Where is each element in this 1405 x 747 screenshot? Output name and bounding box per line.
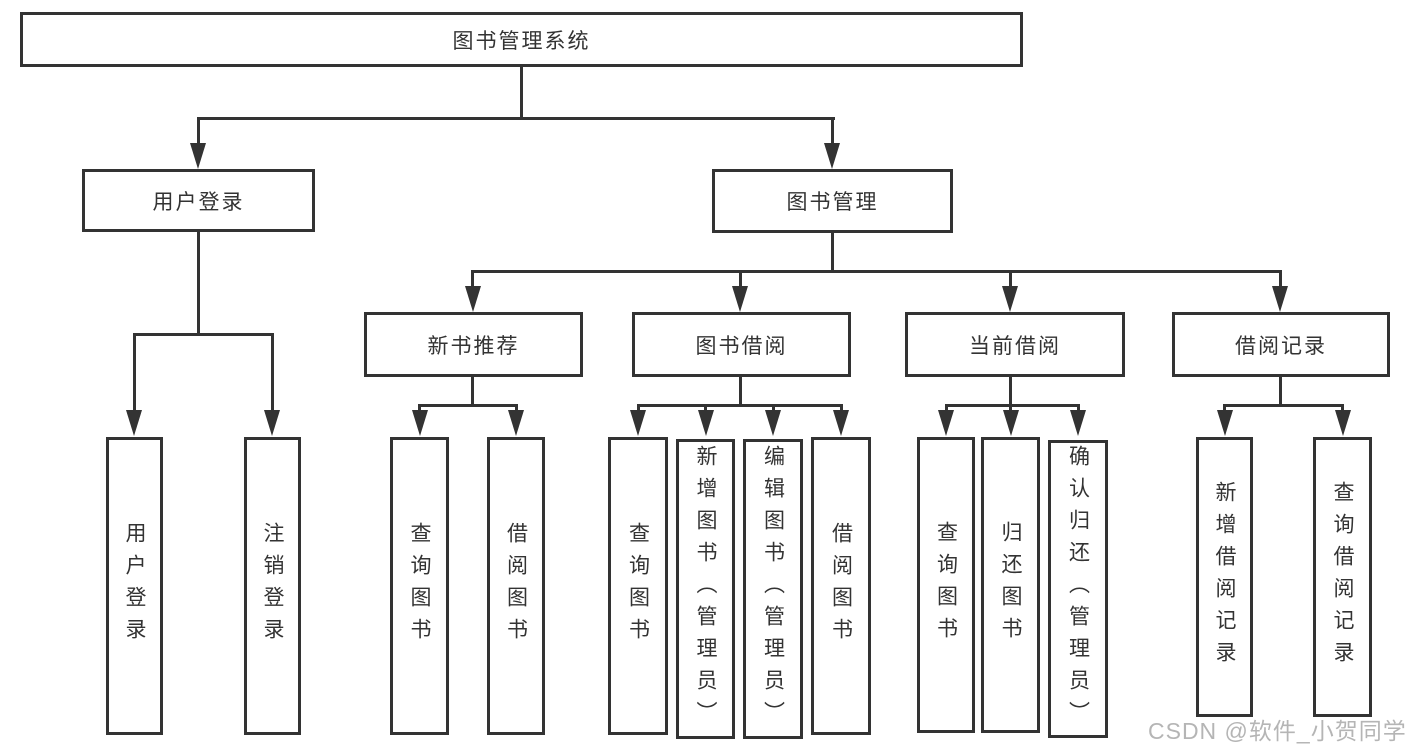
arrow-down-icon [126,410,142,436]
node-book-borrow-label: 图书借阅 [695,334,788,358]
leaf-return-books-label: 归还图书 [999,521,1022,649]
leaf-user-login-label: 用户登录 [123,522,146,650]
connector-root-branch [197,117,835,120]
leaf-query-borrow-record-label: 查询借阅记录 [1331,481,1354,673]
connector-to-current [1009,270,1012,292]
arrow-down-icon [833,410,849,436]
node-new-book-label: 新书推荐 [427,334,520,358]
arrow-down-icon [630,410,646,436]
connector-to-newbook [471,270,474,292]
connector-records-stem [1279,377,1282,407]
connector-to-borrow [739,270,742,292]
node-book-borrow: 图书借阅 [632,312,851,377]
leaf-add-borrow-record-label: 新增借阅记录 [1213,481,1236,673]
node-user-login: 用户登录 [82,169,315,232]
leaf-user-login: 用户登录 [106,437,163,735]
connector-newbook-branch [418,404,518,407]
leaf-borrow-books-2-label: 借阅图书 [829,522,853,650]
leaf-query-borrow-record: 查询借阅记录 [1313,437,1372,717]
node-book-mgmt: 图书管理 [712,169,953,233]
connector-current-branch [945,404,1080,407]
leaf-return-books: 归还图书 [981,437,1040,733]
leaf-confirm-return-admin-label: 确认归还（管理员） [1066,445,1090,733]
leaf-logout-label: 注销登录 [261,522,284,650]
arrow-down-icon [698,410,714,436]
connector-records-branch [1223,404,1344,407]
arrow-down-icon [264,410,280,436]
leaf-add-borrow-record: 新增借阅记录 [1196,437,1253,717]
node-root: 图书管理系统 [20,12,1023,67]
arrow-down-icon [1335,410,1351,436]
connector-to-records [1279,270,1282,292]
leaf-borrow-books-1: 借阅图书 [487,437,545,735]
connector-to-mgmt [831,117,834,147]
leaf-add-book-admin-label: 新增图书（管理员） [694,445,717,733]
connector-to-login-c2 [271,333,274,413]
connector-login-branch [133,333,274,336]
leaf-query-books-1: 查询图书 [390,437,449,735]
leaf-add-book-admin: 新增图书（管理员） [676,439,735,739]
leaf-query-books-3-label: 查询图书 [934,521,958,649]
node-current-borrow-label: 当前借阅 [969,334,1061,358]
csdn-watermark: CSDN @软件_小贺同学 [1148,718,1405,744]
connector-root-stem [520,65,523,120]
leaf-edit-book-admin-label: 编辑图书（管理员） [761,445,785,733]
arrow-down-icon [465,286,481,312]
leaf-borrow-books-1-label: 借阅图书 [504,522,528,650]
arrow-down-icon [1003,410,1019,436]
arrow-down-icon [1272,286,1288,312]
connector-to-login [197,117,200,147]
leaf-query-books-2-label: 查询图书 [626,522,650,650]
leaf-edit-book-admin: 编辑图书（管理员） [743,439,803,739]
arrow-down-icon [190,143,206,169]
node-user-login-label: 用户登录 [152,190,245,214]
node-borrow-records: 借阅记录 [1172,312,1390,377]
arrow-down-icon [765,410,781,436]
arrow-down-icon [1002,286,1018,312]
connector-mgmt-stem [831,233,834,273]
connector-to-login-c1 [133,333,136,413]
node-current-borrow: 当前借阅 [905,312,1125,377]
leaf-borrow-books-2: 借阅图书 [811,437,871,735]
leaf-query-books-3: 查询图书 [917,437,975,733]
arrow-down-icon [412,410,428,436]
node-root-label: 图书管理系统 [452,29,591,53]
arrow-down-icon [938,410,954,436]
connector-borrow-branch [637,404,843,407]
connector-current-stem [1009,377,1012,407]
leaf-logout: 注销登录 [244,437,301,735]
leaf-query-books-1-label: 查询图书 [408,522,431,650]
arrow-down-icon [1217,410,1233,436]
connector-mgmt-branch [472,270,1282,273]
leaf-query-books-2: 查询图书 [608,437,668,735]
arrow-down-icon [508,410,524,436]
connector-borrow-stem [739,377,742,407]
node-borrow-records-label: 借阅记录 [1235,334,1327,358]
arrow-down-icon [1070,410,1086,436]
connector-login-stem [197,231,200,335]
node-book-mgmt-label: 图书管理 [786,191,879,214]
arrow-down-icon [824,143,840,169]
leaf-confirm-return-admin: 确认归还（管理员） [1048,440,1108,738]
node-new-book: 新书推荐 [364,312,583,377]
connector-newbook-stem [471,377,474,407]
arrow-down-icon [732,286,748,312]
